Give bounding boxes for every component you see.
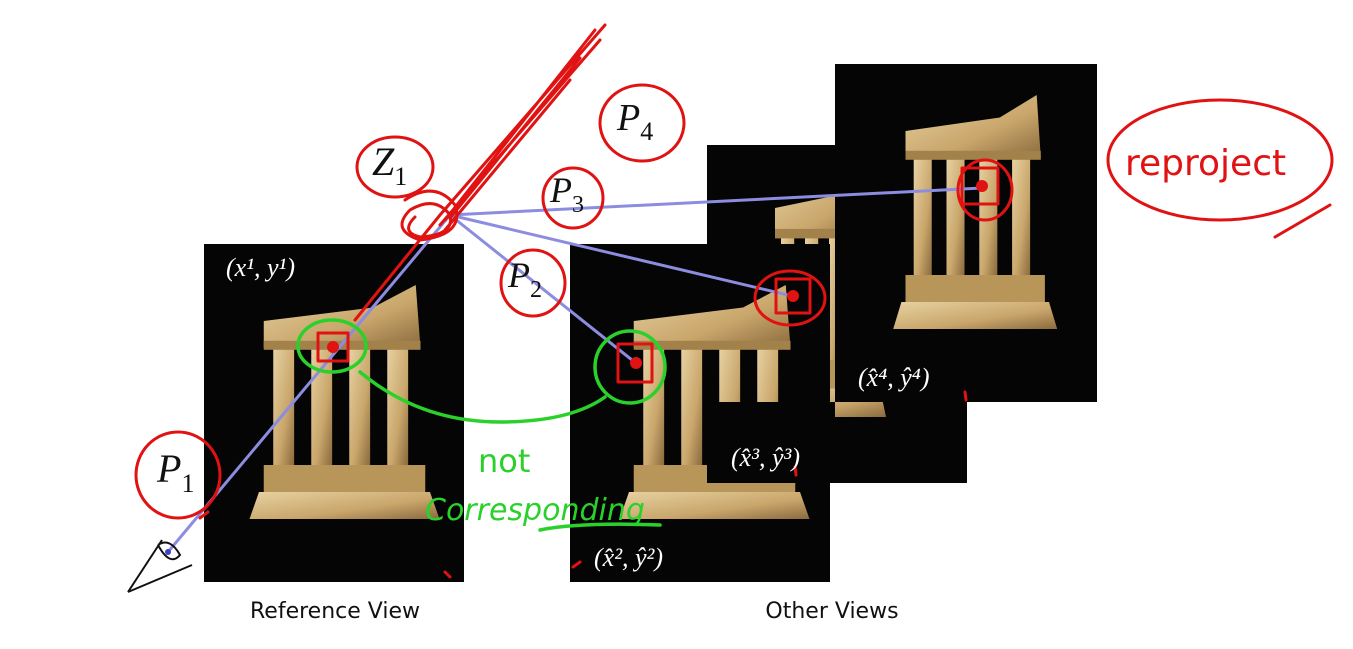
p2-circle (499, 248, 567, 318)
z1-circle (355, 135, 435, 199)
view2-point-green-circle (593, 329, 667, 405)
label-coord4: (x̂⁴, ŷ⁴) (858, 363, 929, 392)
label-ref-coord: (x¹, y¹) (226, 253, 295, 282)
reproject-circle (1106, 98, 1334, 222)
label-z1: Z1 (372, 139, 407, 191)
math-labels: P1 P2 P3 P4 Z1 (x¹, y¹) (x̂², ŷ²) (x̂³, … (156, 97, 929, 572)
caption-other-views: Other Views (765, 599, 898, 624)
label-p2: P2 (507, 255, 542, 303)
back-ray-scribble (353, 23, 607, 322)
view-3-foreground (707, 402, 835, 483)
correspondence-arc (358, 370, 607, 424)
label-p3: P3 (549, 170, 584, 218)
projected-points (316, 166, 1000, 384)
caption-reference-view: Reference View (250, 599, 420, 624)
label-coord3: (x̂³, ŷ³) (731, 443, 800, 472)
ray-p4 (449, 186, 983, 217)
label-coord2: (x̂², ŷ²) (594, 543, 663, 572)
reference-view-panel (204, 244, 464, 582)
note-corresponding: Corresponding (425, 493, 645, 528)
label-p4: P4 (616, 97, 653, 146)
p4-circle (598, 83, 686, 163)
label-p1: P1 (156, 446, 194, 498)
eye-icon (127, 539, 193, 593)
point-view3 (787, 290, 799, 302)
point-view4 (976, 180, 988, 192)
ref-point-green-circle (296, 318, 368, 374)
view3-point-circle (753, 269, 827, 327)
ray-p3 (449, 213, 793, 298)
p1-circle (134, 430, 222, 520)
view4-point-circle (956, 158, 1014, 222)
note-reproject: reproject (1125, 143, 1286, 184)
handwritten-notes: reproject not Corresponding (425, 143, 1286, 528)
green-ink (296, 318, 667, 532)
point-ref (327, 341, 339, 353)
p3-circle (541, 166, 605, 230)
point-view2 (630, 357, 642, 369)
view-4-foreground (835, 64, 1097, 402)
note-not: not (478, 442, 530, 480)
red-ink (134, 23, 1334, 579)
